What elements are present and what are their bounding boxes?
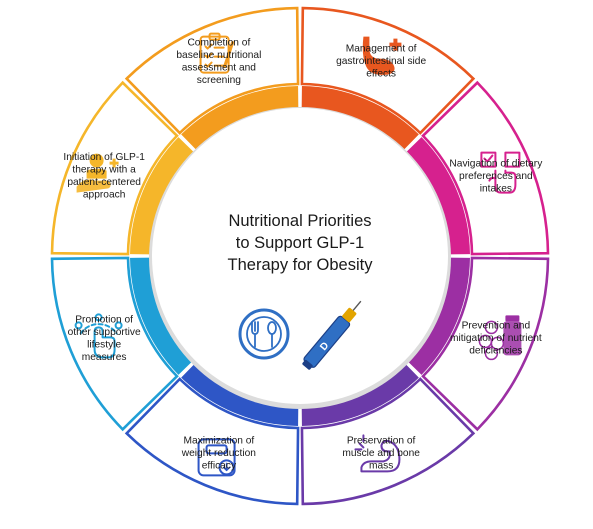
segment-baseline <box>124 6 300 135</box>
segment-initiation <box>50 80 179 256</box>
flexed-arm-icon <box>354 434 401 473</box>
weight-scale-icon <box>197 438 236 477</box>
segment-dietary <box>421 80 550 256</box>
segment-band-dietary <box>405 137 470 255</box>
vitamin-bottle-icon <box>478 315 522 361</box>
checklist-clipboard-icon <box>199 32 235 74</box>
segment-band-baseline <box>181 86 299 151</box>
segment-weight <box>124 377 300 506</box>
injection-pen-icon: D <box>302 300 362 370</box>
center-disc <box>152 108 448 404</box>
stomach-plus-icon <box>362 36 402 75</box>
hand-heart-plus-icon <box>76 153 119 193</box>
segment-band-gi <box>301 86 419 151</box>
hand-select-checkbox-icon <box>480 151 521 194</box>
plate-cutlery-icon <box>238 308 290 360</box>
segment-band-initiation <box>130 137 195 255</box>
lifestyle-hand-icon <box>74 313 123 359</box>
